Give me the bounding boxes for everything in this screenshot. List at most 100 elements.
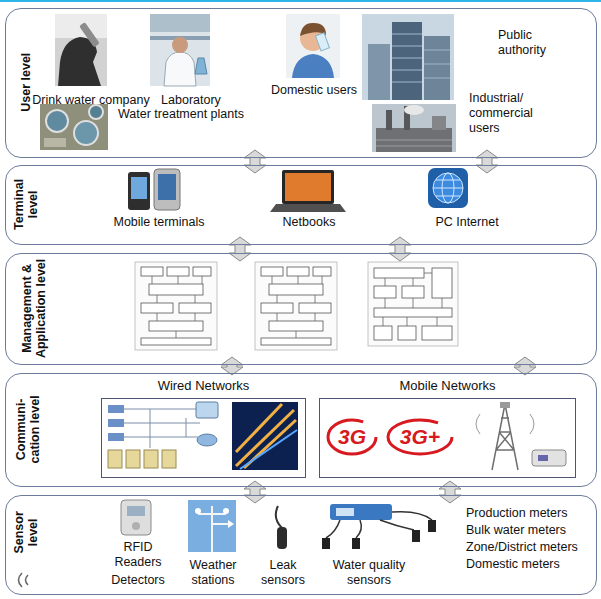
meter-type: Zone/District meters [466,540,578,555]
device-item: Industrial/ commercial users [469,91,545,136]
double-block-arrow [244,481,266,503]
item-caption: Public authority [498,28,560,58]
rfid-reader [121,500,151,535]
item-caption: Leak sensors [257,558,309,588]
network-logo-text: 3G+ [400,424,440,450]
architecture-diagram [135,262,217,350]
public-building-photo [392,34,450,82]
double-block-arrow [389,237,411,261]
domestic-user-photo [286,14,340,78]
wired-devices [108,419,124,427]
double-block-arrow [244,150,266,173]
item-caption: Drink water company [32,93,149,108]
3g-logo-ring [328,420,376,454]
industrial-photo [386,110,392,130]
treatment-plant-photo [44,138,66,147]
device-item: Drink water company [32,93,149,108]
water-quality-sensors [412,530,420,542]
laboratory-photo [150,14,210,32]
level-label: Terminal level [12,167,41,241]
device-item: Public authority [498,28,560,58]
top-rule [0,0,601,2]
wired-devices [108,402,218,468]
laboratory-photo [195,58,207,74]
item-caption: PC Internet [435,215,498,230]
item-caption: Netbooks [283,215,336,230]
item-caption: Detectors [111,573,165,588]
laboratory-photo [172,37,188,53]
3g-plus-logo-ring [388,420,452,454]
weather-station [228,520,234,528]
architecture-diagram [255,262,337,350]
architecture-diagram [368,262,458,346]
optical-fibre [236,404,296,468]
weather-station [188,500,236,552]
level-label: Communi- cation level [14,384,43,474]
water-quality-sensors [428,520,436,532]
wired-devices [162,450,176,468]
internet-icon [433,173,463,203]
netbook [270,170,346,212]
treatment-plant-photo [40,104,108,150]
level-band: User levelDrink water companyLaboratoryD… [5,8,597,158]
device-item: Detectors [111,573,165,588]
detector-icon [19,573,29,587]
meter-type: Domestic meters [466,557,560,572]
device-item: Domestic users [271,83,357,98]
mobile-phones [128,169,180,210]
item-caption: Weather stations [182,558,244,588]
double-block-arrow [439,481,461,503]
internet-icon [428,168,468,208]
drink-water-photo [79,22,100,47]
water-quality-sensors [322,538,330,549]
device-item: PC Internet [435,215,498,230]
3g-logo-ring [328,420,376,454]
mobile-tower [476,402,566,470]
3g-plus-logo-ring [388,420,452,454]
domestic-user-photo [292,54,334,78]
group-heading: Mobile Networks [320,378,575,394]
mobile-phones [154,169,180,210]
device-item: Weather stations [182,558,244,588]
optical-fibre [232,402,298,470]
rfid-reader [121,500,151,535]
mobile-phones [158,174,176,200]
treatment-plant-photo [89,105,103,119]
item-caption: Water quality sensors [323,558,415,588]
item-caption: RFID Readers [108,540,168,570]
rfid-reader [132,522,140,530]
treatment-plant-photo [40,104,108,150]
device-item: RFID Readers [108,540,168,570]
leak-sensor [276,506,287,549]
double-block-arrow [229,237,251,261]
water-quality-sensors [330,504,392,520]
wired-devices [124,409,200,448]
drink-water-photo [55,14,107,86]
leak-sensor [277,527,287,549]
treatment-plant-photo [74,121,98,145]
meter-type: Production meters [466,506,567,521]
mobile-tower [532,450,566,466]
double-block-arrow [476,150,498,173]
public-building-photo [362,14,454,100]
laboratory-photo [150,14,210,86]
device-item: Water treatment plants [118,107,244,122]
item-caption: Mobile terminals [113,215,204,230]
laboratory-photo [150,14,210,86]
internet-icon [428,168,468,208]
device-item: Water quality sensors [323,558,415,588]
wired-devices [197,434,217,446]
water-quality-sensors [336,508,354,516]
meter-type: Bulk water meters [466,523,566,538]
mobile-tower [538,455,548,461]
mobile-tower [492,404,518,470]
public-building-photo [368,44,390,100]
weather-station [223,508,229,514]
water-quality-sensors [352,538,360,549]
domestic-user-photo [286,14,340,78]
mobile-tower [500,402,510,408]
netbook [270,204,346,212]
weather-station [188,500,236,552]
wired-devices [126,450,140,468]
